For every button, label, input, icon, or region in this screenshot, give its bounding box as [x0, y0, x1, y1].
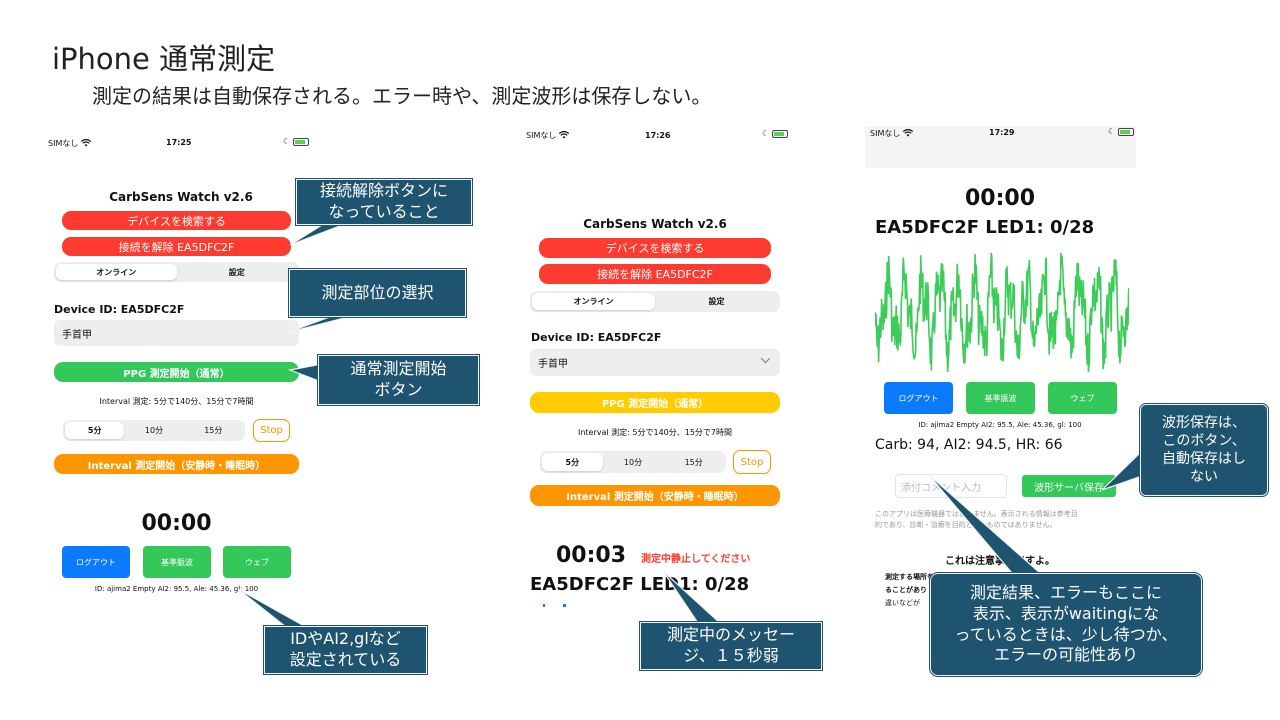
web-button[interactable]: ウェブ [223, 546, 291, 578]
pointer-save [1101, 449, 1143, 491]
pointer-message [662, 570, 722, 624]
site-picker[interactable]: 手首甲 [530, 349, 780, 376]
logout-button[interactable]: ログアウト [884, 382, 953, 414]
slide-title: iPhone 通常測定 [52, 42, 276, 76]
search-device-button[interactable]: デバイスを検索する [539, 238, 771, 258]
site-picker[interactable]: 手首甲 [54, 320, 299, 346]
id-info: ID: ajima2 Empty AI2: 95.5, Ale: 45.36, … [918, 421, 1082, 429]
tab-settings[interactable]: 設定 [228, 267, 245, 277]
carrier-label: SIMなし [526, 131, 557, 140]
disclaimer-line-1: このアプリは医療機器ではありません。表示される情報は参考目 [875, 510, 1078, 518]
ppg-start-button[interactable]: PPG 測定開始（通常） [54, 362, 299, 382]
disconnect-button[interactable]: 接続を解除 EA5DFC2F [539, 264, 771, 284]
interval-option-15[interactable]: 15分 [684, 457, 703, 467]
pointer-site [285, 315, 353, 334]
pointer-result [927, 473, 1042, 574]
interval-option-10[interactable]: 10分 [623, 457, 643, 467]
waveform-plot [875, 252, 1129, 373]
wifi-icon [81, 138, 92, 149]
stop-button[interactable]: Stop [733, 450, 771, 474]
web-button[interactable]: ウェブ [1048, 382, 1117, 414]
battery-icon [1118, 127, 1135, 136]
tab-online[interactable]: オンライン [56, 264, 177, 280]
site-value: 手首甲 [62, 329, 92, 341]
callout-id: IDやAI2,glなど 設定されている [263, 625, 428, 675]
timer: 00:00 [964, 186, 1036, 211]
status-bar: SIMなし [526, 130, 570, 141]
slide-subtitle: 測定の結果は自動保存される。エラー時や、測定波形は保存しない。 [92, 84, 712, 108]
search-device-button[interactable]: デバイスを検索する [62, 211, 291, 230]
notice-line-2: ることがあり [885, 586, 927, 594]
pointer-disconnect [289, 224, 343, 246]
save-wave-button[interactable]: 波形サーバ保存 [1022, 475, 1116, 497]
battery-icon [293, 137, 310, 146]
disconnect-button[interactable]: 接続を解除 EA5DFC2F [62, 237, 291, 256]
baseline-wave-button[interactable]: 基準脈波 [966, 382, 1035, 414]
status-bar: SIMなし [48, 138, 92, 149]
interval-option-5[interactable]: 5分 [542, 453, 603, 471]
id-info: ID: ajima2 Empty AI2: 95.5, Ale: 45.36, … [94, 585, 259, 593]
wifi-icon [559, 130, 570, 141]
measuring-message: 測定中静止してください [641, 554, 751, 565]
timer: 00:00 [141, 511, 212, 536]
notice-line-1: 測定する場所を [885, 573, 934, 581]
moon-icon: ☾ [1108, 127, 1116, 136]
tab-online[interactable]: オンライン [532, 293, 655, 310]
led-status: EA5DFC2F LED1: 0/28 [875, 217, 1095, 238]
status-right: ☾ [283, 137, 310, 146]
battery-icon [772, 129, 789, 138]
tab-settings[interactable]: 設定 [708, 297, 725, 306]
moon-icon: ☾ [283, 137, 291, 146]
mode-tabs: オンライン 設定 [530, 291, 780, 312]
interval-select: 5分 10分 15分 [63, 420, 245, 441]
baseline-wave-button[interactable]: 基準脈波 [143, 546, 211, 578]
timer: 00:03 [556, 543, 627, 568]
notice-line-3: 違いなどが [885, 599, 920, 607]
interval-info: Interval 測定: 5分で140分、15分で7時間 [99, 397, 254, 406]
interval-option-15[interactable]: 15分 [204, 426, 223, 435]
interval-select: 5分 10分 15分 [540, 451, 726, 473]
header-bar [865, 126, 1136, 168]
status-bar: SIMなし [870, 128, 914, 139]
waveform-line [875, 252, 1129, 373]
ppg-start-button[interactable]: PPG 測定開始（通常） [530, 392, 780, 413]
app-title: CarbSens Watch v2.6 [109, 190, 253, 204]
callout-start: 通常測定開始 ボタン [317, 354, 480, 406]
device-id-label: Device ID: EA5DFC2F [531, 331, 662, 344]
interval-option-5[interactable]: 5分 [65, 422, 125, 439]
carrier-label: SIMなし [48, 139, 79, 148]
interval-info: Interval 測定: 5分で140分、15分で7時間 [577, 428, 733, 437]
status-time: 17:29 [989, 128, 1015, 137]
app-title: CarbSens Watch v2.6 [583, 217, 727, 231]
stop-button[interactable]: Stop [253, 419, 290, 442]
disclaimer-line-2: 的であり、診断・治療を目的としたものではありません。 [875, 521, 1057, 529]
moon-icon: ☾ [762, 129, 770, 138]
device-id-label: Device ID: EA5DFC2F [54, 303, 185, 316]
progress-dot [543, 604, 545, 607]
callout-message: 測定中のメッセー ジ、１５秒弱 [639, 621, 823, 671]
logout-button[interactable]: ログアウト [62, 546, 130, 578]
led-status: EA5DFC2F LED1: 0/28 [530, 574, 750, 595]
notice-heading: これは注意事項ですよ。 [945, 556, 1055, 567]
interval-start-button[interactable]: Interval 測定開始（安静時・睡眠時） [54, 454, 299, 474]
carrier-label: SIMなし [870, 129, 901, 138]
interval-start-button[interactable]: Interval 測定開始（安静時・睡眠時） [530, 485, 780, 506]
result-text: Carb: 94, AI2: 94.5, HR: 66 [875, 437, 1063, 453]
status-time: 17:26 [645, 131, 671, 140]
mode-tabs: オンライン 設定 [54, 262, 299, 282]
site-value: 手首甲 [538, 359, 568, 370]
status-right: ☾ [1108, 127, 1135, 136]
interval-option-10[interactable]: 10分 [144, 426, 164, 435]
callout-disconnect: 接続解除ボタンに なっていること [295, 178, 473, 226]
status-right: ☾ [762, 129, 789, 138]
chevron-down-icon [760, 356, 771, 367]
callout-save: 波形保存は、 このボタン、 自動保存はし ない [1139, 403, 1269, 497]
wifi-icon [903, 128, 914, 139]
callout-result: 測定結果、エラーもここに 表示、表示がwaitingにな っているときは、少し待… [929, 572, 1203, 677]
callout-site: 測定部位の選択 [288, 268, 467, 318]
status-time: 17:25 [166, 138, 192, 147]
progress-dot [563, 604, 566, 607]
pointer-id [237, 588, 309, 628]
